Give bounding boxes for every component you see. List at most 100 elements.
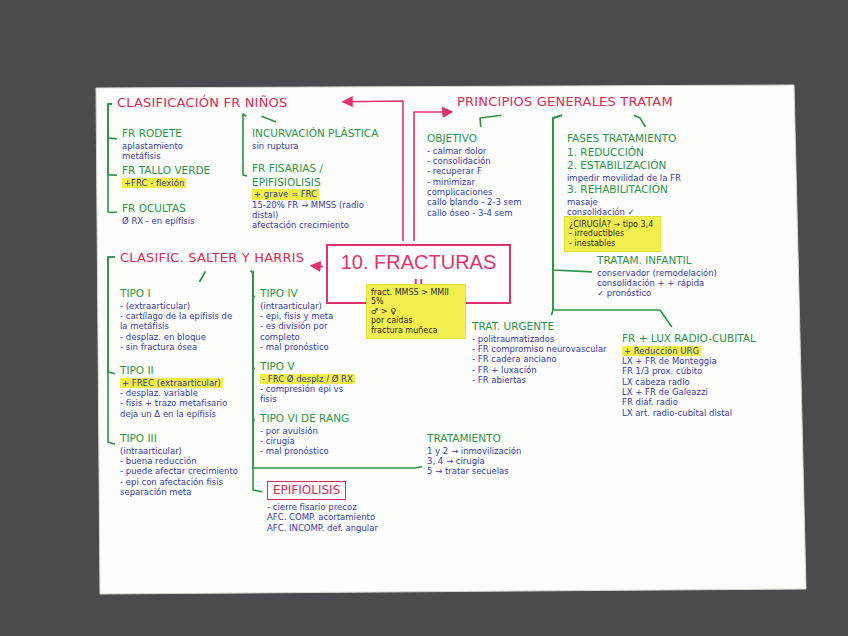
node-heading: TIPO II [120, 364, 244, 378]
node-text: ♂ > ♀ [371, 307, 461, 316]
node-text: - FR cadera anciano [472, 354, 608, 364]
branch-heading: CLASIFICACIÓN FR NIÑOS [115, 93, 340, 113]
node-text: conservador (remodelación) [597, 268, 768, 278]
branch-connector [311, 265, 323, 268]
node-text: - mal pronóstico [260, 446, 376, 456]
branch-connector [108, 104, 117, 212]
branch-group: FR + LUX RADIO-CUBITAL+ Reducción URGLX … [620, 330, 790, 420]
branch-group: TIPO III(intraarticular)- buena reducció… [118, 430, 246, 499]
branch-connector [199, 271, 205, 282]
node-text: - desplaz. variable [120, 388, 244, 398]
node-heading: TRATAMIENTO [427, 432, 563, 446]
branch-connector [108, 257, 115, 444]
highlighted-text: +FRC - flexión [122, 178, 186, 188]
node-heading: TIPO VI DE RANG [260, 412, 376, 426]
node-text: - minimizar complicaciones [427, 177, 543, 198]
highlighted-text: + grave = FRC [252, 189, 319, 199]
node-heading: CLASIFIC. SALTER Y HARRIS [120, 250, 306, 266]
node-text: 5 → tratar secuelas [427, 466, 563, 476]
node-text: - fisis + trazo metafisario deja un Δ en… [120, 398, 244, 419]
node-text: AFC. COMP. acortamiento [267, 512, 418, 522]
node-text: + grave = FRC [252, 189, 393, 199]
branch-group: TIPO VI DE RANG- por avulsión- cirugía- … [258, 410, 378, 459]
node-heading: TIPO V [260, 360, 361, 374]
node-text: 2. ESTABILIZACIÓN [567, 159, 783, 173]
sticky-note: fract. MMSS > MMII 5%♂ > ♀por caídasfrac… [367, 285, 465, 338]
node-text: + FREC (extraarticular) [120, 378, 244, 388]
node-text: 3, 4 → cirugía [427, 456, 563, 466]
highlighted-text: - FRC Ø desplz / Ø RX [260, 374, 355, 384]
node-text: impedir movilidad de la FR [567, 173, 783, 183]
node-heading: FR TALLO VERDE [122, 164, 218, 178]
node-text: sin ruptura [252, 141, 388, 151]
boxed-topic: EPIFIOLISIS - cierre fisario precozAFC. C… [265, 478, 420, 535]
node-text: - cierre fisario precoz [267, 502, 418, 512]
node-text: LX + FR de Galeazzi [622, 387, 788, 397]
branch-heading: PRINCIPIOS GENERALES TRATAM [455, 92, 755, 112]
branch-group: FASES TRATAMIENTO1. REDUCCIÓN2. ESTABILI… [565, 130, 785, 220]
node-heading: ¿CIRUGÍA? → tipo 3,4 [569, 220, 656, 229]
node-text: - compresión epi vs fisis [260, 384, 361, 405]
branch-connector [108, 104, 117, 139]
node-heading: TRATAM. INFANTIL [597, 254, 768, 268]
node-text: +FRC - flexión [122, 178, 218, 188]
paper [96, 85, 806, 594]
sticky-note: ¿CIRUGÍA? → tipo 3,4- irreductibles- ine… [565, 217, 660, 251]
node-heading: FR FISARIAS / EPIFISIOLISIS [252, 162, 393, 189]
node-text: 3. REHABILITACIÓN [567, 183, 783, 197]
node-text: - sin fractura ósea [120, 342, 236, 352]
node-text: masaje [567, 197, 783, 207]
branch-connector [243, 114, 247, 176]
node-text: - mal pronóstico [260, 342, 361, 352]
node-heading: EPIFIOLISIS [267, 481, 346, 500]
node-text: aplastamiento metáfisis [122, 141, 218, 162]
node-text: - recuperar F [427, 166, 543, 176]
branch-group: INCURVACIÓN PLÁSTICAsin ruptura [250, 125, 390, 153]
node-text: afectación crecimiento [252, 220, 393, 230]
branch-group: FR RODETEaplastamiento metáfisis [120, 125, 220, 163]
node-text: - irreductibles [569, 229, 656, 238]
node-text: + Reducción URG [622, 346, 788, 356]
branch-connector [414, 112, 452, 241]
node-heading: TIPO I [120, 287, 236, 301]
node-heading: TIPO IV [260, 287, 361, 301]
node-text: - inestables [569, 239, 656, 248]
branch-connector [108, 104, 117, 175]
branch-group: TIPO II+ FREC (extraarticular)- desplaz.… [118, 362, 246, 421]
node-heading: CLASIFICACIÓN FR NIÑOS [117, 95, 338, 111]
node-heading: TRAT. URGENTE [472, 320, 608, 334]
node-text: callo blando - 2-3 sem [427, 197, 543, 207]
node-text: - consolidación [427, 156, 543, 166]
node-heading: OBJETIVO [427, 132, 543, 146]
node-text: - buena reducción [120, 456, 244, 466]
node-heading: FASES TRATAMIENTO [567, 132, 783, 146]
node-text: 1. REDUCCIÓN [567, 146, 783, 160]
branch-group: TIPO V- FRC Ø desplz / Ø RX- compresión … [258, 358, 363, 407]
node-text: - FR + luxación [472, 365, 608, 375]
node-heading: INCURVACIÓN PLÁSTICA [252, 127, 388, 141]
node-text: (intraarticular) [260, 301, 361, 311]
node-text: LX + FR de Monteggia [622, 356, 788, 366]
highlighted-text: + FREC (extraarticular) [120, 378, 223, 388]
node-heading: FR RODETE [122, 127, 218, 141]
node-text: FR 1/3 prox. cúbito [622, 366, 788, 376]
branch-group: FR OCULTASØ RX - en epífisis [120, 200, 220, 228]
branch-group: FR FISARIAS / EPIFISIOLISIS+ grave = FRC… [250, 160, 395, 233]
node-text: LX art. radio-cubital distal [622, 408, 788, 418]
node-text: FR diáf. radio [622, 397, 788, 407]
branch-group: FR TALLO VERDE+FRC - flexión [120, 162, 220, 190]
node-text: ✓ pronóstico [597, 288, 768, 298]
node-text: AFC. INCOMP. def. angular [267, 523, 418, 533]
branch-group: TRATAM. INFANTILconservador (remodelació… [595, 252, 770, 301]
node-text: fractura muñeca [371, 326, 461, 335]
node-text: por caídas [371, 316, 461, 325]
node-text: - FR abiertas [472, 375, 608, 385]
branch-group: OBJETIVO- calmar dolor- consolidación- r… [425, 130, 545, 220]
branch-connector [343, 101, 403, 241]
node-text: LX cabeza radio [622, 377, 788, 387]
node-text: consolidación + + rápida [597, 278, 768, 288]
branch-group: TIPO IV(intraarticular)- epi, fisis y me… [258, 285, 363, 354]
